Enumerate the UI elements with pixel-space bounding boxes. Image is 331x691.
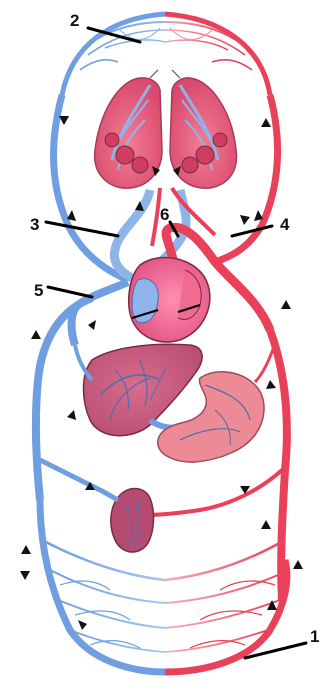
label-3: 3 <box>30 215 39 234</box>
right-lung <box>170 78 237 188</box>
label-6: 6 <box>160 205 169 224</box>
heart <box>129 258 210 342</box>
left-lung <box>95 78 162 188</box>
arrow-icon <box>261 118 271 127</box>
upper-body-capillaries <box>62 14 270 95</box>
arrow-icon <box>59 116 69 125</box>
arrow-icon <box>31 330 41 339</box>
arrow-icon <box>20 571 30 580</box>
arrow-icon <box>21 545 31 554</box>
arrow-icon <box>78 620 87 630</box>
arrow-icon <box>88 320 96 330</box>
arrow-icon <box>266 380 276 389</box>
lower-body-capillaries <box>40 500 287 672</box>
arrow-icon <box>67 410 76 420</box>
arrow-icon <box>261 520 271 529</box>
label-1: 1 <box>310 627 319 646</box>
label-4: 4 <box>280 215 290 234</box>
leader-line-5 <box>48 287 92 297</box>
trachea <box>150 70 180 78</box>
arrow-icon <box>240 215 250 225</box>
label-2: 2 <box>70 11 79 30</box>
arrow-icon <box>281 300 291 309</box>
leader-line-3 <box>46 222 118 236</box>
label-5: 5 <box>34 281 43 300</box>
arrow-icon <box>293 560 303 569</box>
